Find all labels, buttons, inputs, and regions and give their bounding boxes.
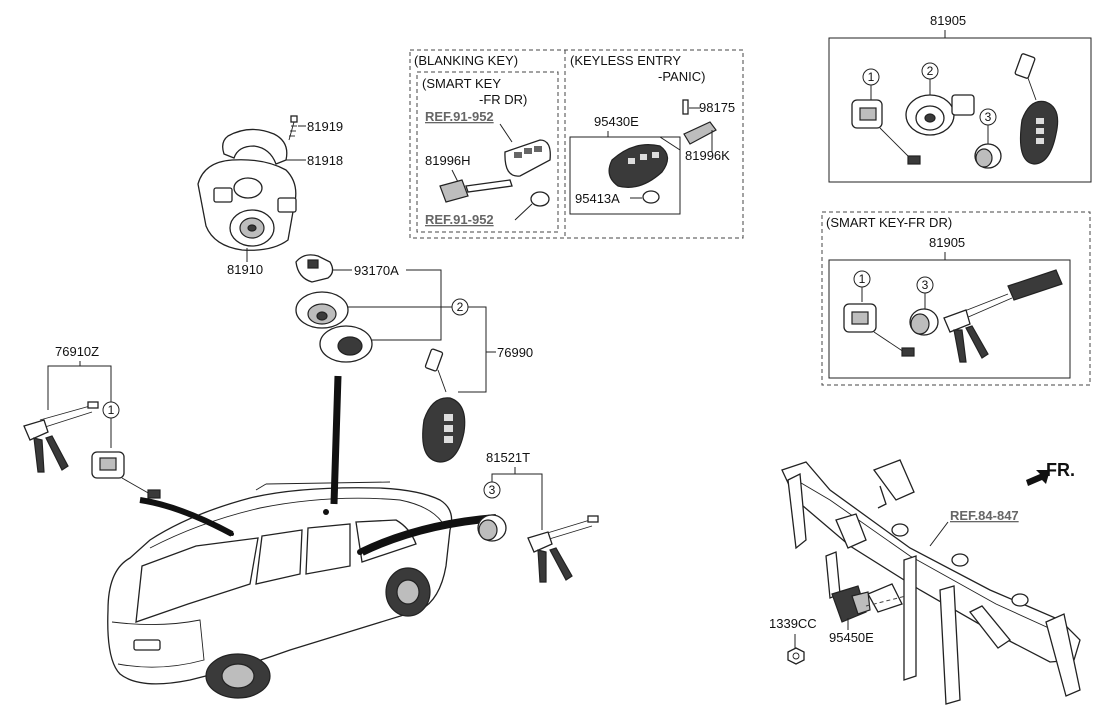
label-smart-key-fr-dr: (SMART KEY-FR DR)	[826, 215, 952, 230]
callout-3-number: 3	[985, 110, 992, 124]
ref-91-952-bottom: REF.91-952	[425, 212, 494, 227]
trunk-cylinder-icon	[974, 143, 1002, 169]
group-76990: 93170A 2 76990	[295, 254, 533, 463]
label-81905-mid: 81905	[929, 235, 965, 250]
coin-battery-icon	[530, 191, 550, 207]
label-smart-key: (SMART KEY	[422, 76, 501, 91]
label-fr: FR.	[1046, 460, 1075, 480]
group-81910: 81919 81918 81910	[197, 115, 343, 277]
group-81521t: 81521T 3	[477, 450, 599, 583]
box-smart-key-fr-dr-inner	[416, 71, 559, 233]
label-81905-top: 81905	[930, 13, 966, 28]
ignition-lock-assembly-icon	[197, 159, 297, 251]
box-smart-key-fr-dr	[821, 211, 1091, 386]
trunk-cylinder-left-icon	[477, 514, 507, 542]
mechanical-key-right-icon	[527, 515, 599, 583]
label-95430e: 95430E	[594, 114, 639, 129]
door-lock-cylinder-mid-icon	[843, 303, 915, 357]
key-fob-icon	[1014, 53, 1059, 165]
label-81996k: 81996K	[685, 148, 730, 163]
pin-98175-icon	[682, 99, 689, 115]
group-smart-key-fr-dr: (SMART KEY-FR DR) 81905 1 3	[821, 211, 1091, 386]
box-blanking-keyless	[409, 49, 744, 239]
immobilizer-antenna-icon	[295, 254, 334, 283]
callout-1-number-b: 1	[108, 403, 115, 417]
label-1339cc: 1339CC	[769, 616, 817, 631]
label-81919: 81919	[307, 119, 343, 134]
label-93170a: 93170A	[354, 263, 399, 278]
remote-key-fob-icon	[422, 348, 466, 463]
ignition-ring-icon	[295, 291, 349, 329]
callout-2-number-b: 2	[457, 300, 464, 314]
smart-key-with-tag-icon	[943, 269, 1063, 363]
forward-arrow-icon	[1026, 470, 1050, 486]
smart-key-icon	[504, 139, 551, 177]
box-81905	[828, 37, 1092, 183]
emergency-key-icon	[439, 179, 513, 203]
callout-3-number-c: 3	[922, 278, 929, 292]
label-98175: 98175	[699, 100, 735, 115]
label-81910: 81910	[227, 262, 263, 277]
ignition-bezel-icon	[319, 325, 373, 363]
ref-84-847: REF.84-847	[950, 508, 1019, 523]
label-81521t: 81521T	[486, 450, 530, 465]
folding-key-fob-icon	[608, 144, 669, 188]
blade-81996k-icon	[683, 121, 717, 145]
door-lock-cylinder-left-icon	[91, 451, 161, 499]
label-keyless-entry: (KEYLESS ENTRY	[570, 53, 681, 68]
box-81905-mid	[828, 259, 1071, 379]
callout-3-number-b: 3	[489, 483, 496, 497]
label-panic: -PANIC)	[658, 69, 705, 84]
box-95430e	[569, 136, 681, 215]
label-blanking-key: (BLANKING KEY)	[414, 53, 518, 68]
ignition-switch-icon	[905, 94, 975, 136]
group-81905-top: 81905 1 2 3	[828, 13, 1092, 183]
label-95450e: 95450E	[829, 630, 874, 645]
group-ref-84-847: FR. REF.84-847 1339CC	[769, 459, 1081, 705]
screw-81919-icon	[288, 115, 298, 141]
nut-1339cc-icon	[787, 647, 805, 665]
label-95413a: 95413A	[575, 191, 620, 206]
cowl-cross-bar-icon	[781, 459, 1081, 705]
shroud-81918-icon	[222, 128, 288, 165]
vehicle-suv-icon	[107, 375, 497, 699]
mechanical-key-left-icon	[23, 401, 99, 473]
battery-95413a-icon	[642, 190, 660, 204]
label-76910z: 76910Z	[55, 344, 99, 359]
callout-2-number: 2	[927, 64, 934, 78]
label-81996h: 81996H	[425, 153, 471, 168]
group-76910z: 76910Z 1	[23, 344, 161, 499]
label-fr-dr: -FR DR)	[479, 92, 527, 107]
trunk-cylinder-mid-icon	[909, 308, 939, 336]
door-lock-cylinder-icon	[851, 99, 921, 165]
callout-3-circle-b	[483, 481, 501, 499]
callout-1-number: 1	[868, 70, 875, 84]
label-76990: 76990	[497, 345, 533, 360]
ref-91-952-top: REF.91-952	[425, 109, 494, 124]
group-blanking-keyless: (BLANKING KEY) (SMART KEY -FR DR) REF.91…	[409, 49, 744, 239]
label-81918: 81918	[307, 153, 343, 168]
smart-key-unit-icon	[825, 551, 871, 623]
callout-1-number-c: 1	[859, 272, 866, 286]
